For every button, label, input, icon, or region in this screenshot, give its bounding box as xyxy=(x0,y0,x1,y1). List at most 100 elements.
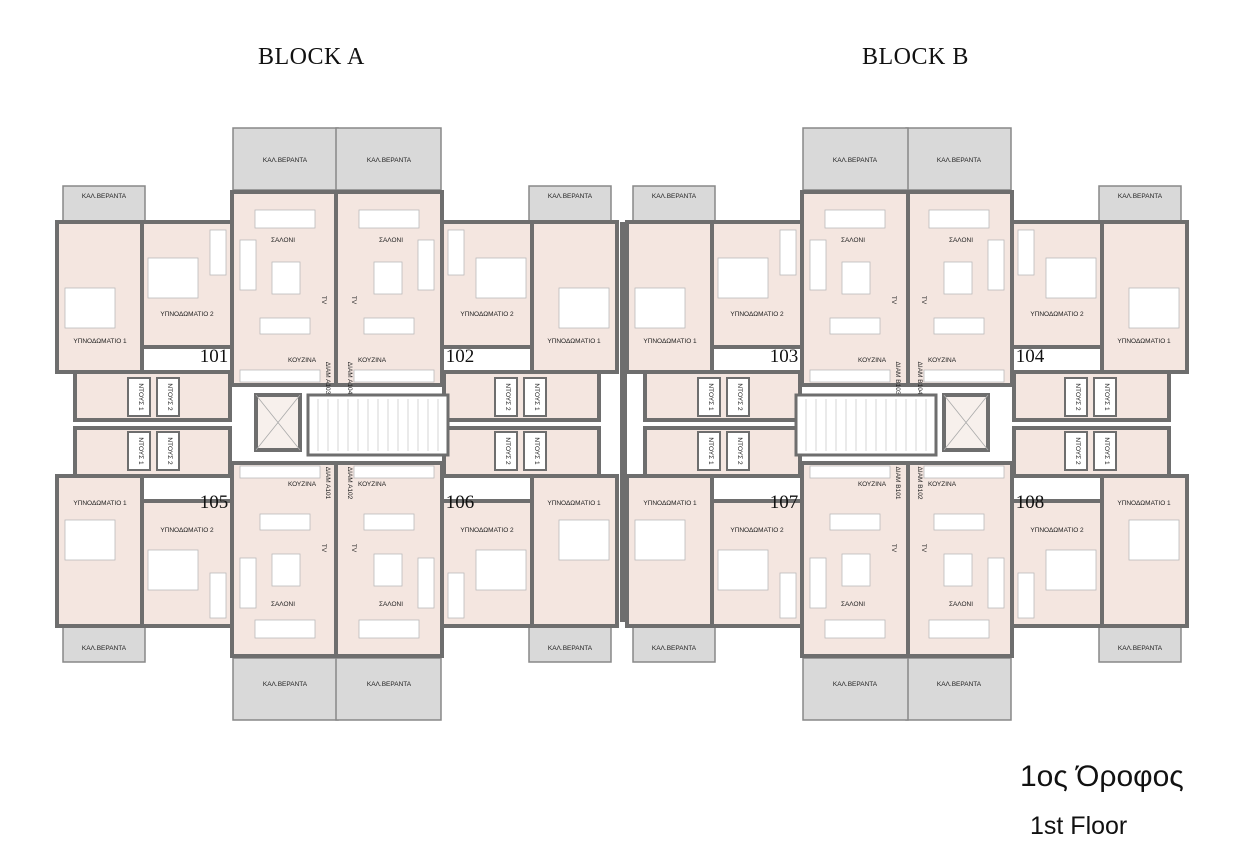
kitchen-label: ΚΟΥΖΙΝΑ xyxy=(358,357,387,364)
shower-2-label: ΝΤΟΥΣ 2 xyxy=(504,437,511,465)
shower-cubicle xyxy=(726,377,750,417)
coffee-table xyxy=(373,553,403,587)
wardrobe xyxy=(209,229,227,276)
living-room-label: ΣΑΛΟΝΙ xyxy=(379,601,403,608)
living-room-label: ΣΑΛΟΝΙ xyxy=(841,601,865,608)
coffee-table xyxy=(943,261,973,295)
shower-cubicle xyxy=(523,431,547,471)
veranda-label: ΚΑΛ.ΒΕΡΑΝΤΑ xyxy=(82,193,127,200)
veranda-label: ΚΑΛ.ΒΕΡΑΝΤΑ xyxy=(652,193,697,200)
living-room-label: ΣΑΛΟΝΙ xyxy=(841,237,865,244)
shower-2-label: ΝΤΟΥΣ 2 xyxy=(1074,383,1081,411)
bed xyxy=(558,287,610,329)
veranda-label: ΚΑΛ.ΒΕΡΑΝΤΑ xyxy=(82,645,127,652)
bedroom-1-label: ΥΠΝΟΔΩΜΑΤΙΟ 1 xyxy=(73,338,127,345)
wardrobe xyxy=(447,229,465,276)
shower-cubicle xyxy=(1064,377,1088,417)
bed xyxy=(717,257,769,299)
sofa xyxy=(239,557,257,609)
bedroom-2-label: ΥΠΝΟΔΩΜΑΤΙΟ 2 xyxy=(160,527,214,534)
bathroom-area xyxy=(73,426,232,478)
living-room-label: ΣΑΛΟΝΙ xyxy=(379,237,403,244)
kitchen-label: ΚΟΥΖΙΝΑ xyxy=(288,357,317,364)
dining-table xyxy=(829,513,881,531)
tv-label: TV xyxy=(890,296,897,305)
tv-label: TV xyxy=(350,544,357,553)
sofa xyxy=(358,619,420,639)
dining-table xyxy=(259,317,311,335)
shaft-label: ΔΙΑΜ Α102 xyxy=(346,467,353,500)
bathroom-area xyxy=(643,426,802,478)
veranda xyxy=(905,127,1012,191)
kitchen-label: ΚΟΥΖΙΝΑ xyxy=(358,481,387,488)
shower-cubicle xyxy=(494,431,518,471)
wardrobe xyxy=(1017,229,1035,276)
unit-number: 101 xyxy=(200,346,229,367)
tv-label: TV xyxy=(920,296,927,305)
sofa xyxy=(417,557,435,609)
dining-table xyxy=(259,513,311,531)
elevator-cross xyxy=(255,394,301,451)
shower-cubicle xyxy=(156,431,180,471)
shower-cubicle xyxy=(523,377,547,417)
dining-table xyxy=(363,513,415,531)
floor-label-greek: 1ος Όροφος xyxy=(1020,760,1184,793)
bedroom-1-label: ΥΠΝΟΔΩΜΑΤΙΟ 1 xyxy=(1117,338,1171,345)
tv-label: TV xyxy=(890,544,897,553)
living-room-label: ΣΑΛΟΝΙ xyxy=(949,601,973,608)
block-a-title: BLOCK A xyxy=(258,44,365,70)
shower-1-label: ΝΤΟΥΣ 1 xyxy=(707,383,714,411)
veranda xyxy=(632,185,716,223)
shower-1-label: ΝΤΟΥΣ 1 xyxy=(137,383,144,411)
sofa xyxy=(417,239,435,291)
bed xyxy=(147,257,199,299)
veranda xyxy=(1098,625,1182,663)
bed xyxy=(475,549,527,591)
sofa xyxy=(809,239,827,291)
unit-number: 106 xyxy=(446,492,475,513)
veranda xyxy=(232,657,339,721)
wardrobe xyxy=(779,572,797,619)
bed xyxy=(1128,287,1180,329)
shower-cubicle xyxy=(127,377,151,417)
bedroom-1-label: ΥΠΝΟΔΩΜΑΤΙΟ 1 xyxy=(643,500,697,507)
bed xyxy=(634,519,686,561)
bathroom-area xyxy=(643,370,802,422)
tv-label: TV xyxy=(320,296,327,305)
veranda-label: ΚΑΛ.ΒΕΡΑΝΤΑ xyxy=(937,157,982,164)
shaft-label: ΔΙΑΜ Β104 xyxy=(916,362,923,395)
shower-1-label: ΝΤΟΥΣ 1 xyxy=(707,437,714,465)
veranda xyxy=(335,657,442,721)
veranda xyxy=(632,625,716,663)
wardrobe xyxy=(209,572,227,619)
bed xyxy=(558,519,610,561)
unit-number: 108 xyxy=(1016,492,1045,513)
shower-2-label: ΝΤΟΥΣ 2 xyxy=(1074,437,1081,465)
veranda-label: ΚΑΛ.ΒΕΡΑΝΤΑ xyxy=(548,193,593,200)
shower-cubicle xyxy=(726,431,750,471)
coffee-table xyxy=(841,553,871,587)
unit-number: 102 xyxy=(446,346,475,367)
kitchen-label: ΚΟΥΖΙΝΑ xyxy=(928,481,957,488)
coffee-table xyxy=(373,261,403,295)
dining-table xyxy=(933,317,985,335)
shower-2-label: ΝΤΟΥΣ 2 xyxy=(736,383,743,411)
coffee-table xyxy=(271,261,301,295)
coffee-table xyxy=(841,261,871,295)
shaft-label: ΔΙΑΜ Β101 xyxy=(894,467,901,500)
sofa xyxy=(358,209,420,229)
shaft-label: ΔΙΑΜ Α103 xyxy=(324,362,331,395)
veranda xyxy=(528,185,612,223)
veranda-label: ΚΑΛ.ΒΕΡΑΝΤΑ xyxy=(833,157,878,164)
living-room-label: ΣΑΛΟΝΙ xyxy=(271,601,295,608)
veranda-label: ΚΑΛ.ΒΕΡΑΝΤΑ xyxy=(548,645,593,652)
shower-cubicle xyxy=(1064,431,1088,471)
floor-label-english: 1st Floor xyxy=(1030,812,1128,840)
bedroom-1-label: ΥΠΝΟΔΩΜΑΤΙΟ 1 xyxy=(73,500,127,507)
coffee-table xyxy=(943,553,973,587)
kitchen-counter xyxy=(353,465,435,479)
bed xyxy=(64,519,116,561)
shower-1-label: ΝΤΟΥΣ 1 xyxy=(533,437,540,465)
sofa xyxy=(928,209,990,229)
sofa xyxy=(254,209,316,229)
